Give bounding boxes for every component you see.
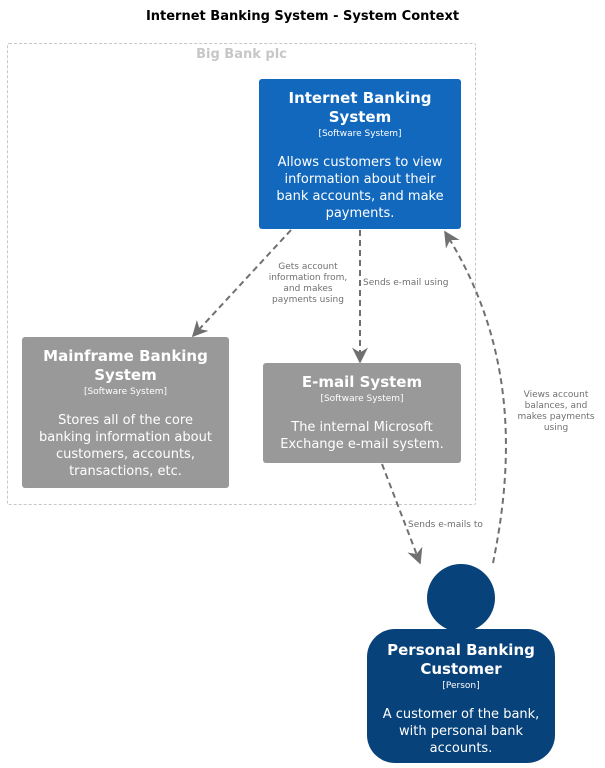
- edge-label-email-to-customer: Sends e-mails to: [408, 520, 483, 530]
- internet-banking-system-box: Internet Banking System [Software System…: [259, 79, 461, 229]
- personal-banking-customer-box: Personal Banking Customer [Person] A cus…: [367, 629, 555, 763]
- edge-ibs-to-mainframe: [191, 229, 292, 338]
- email-type: [Software System]: [320, 394, 404, 404]
- ibs-description: Allows customers to view information abo…: [276, 155, 444, 221]
- email-name: E-mail System: [301, 373, 423, 391]
- email-description: The internal Microsoft Exchange e-mail s…: [280, 420, 444, 452]
- mainframe-banking-system-box: Mainframe Banking System [Software Syste…: [22, 337, 229, 488]
- edge-label-ibs-to-mainframe: Gets account information from, and makes…: [268, 262, 348, 305]
- edge-label-ibs-to-email: Sends e-mail using: [363, 278, 449, 288]
- mainframe-type: [Software System]: [83, 387, 168, 397]
- boundary-label: Big Bank plc: [196, 47, 287, 62]
- mainframe-description: Stores all of the core banking informati…: [39, 413, 212, 479]
- diagram-title: Internet Banking System - System Context: [145, 9, 460, 24]
- edge-customer-to-ibs: [444, 230, 507, 564]
- edge-label-customer-to-ibs: Views account balances, and makes paymen…: [517, 390, 595, 433]
- customer-name: Personal Banking Customer: [387, 641, 535, 678]
- person-head-icon: [427, 564, 495, 632]
- ibs-name: Internet Banking System: [288, 89, 432, 126]
- email-system-box: E-mail System [Software System] The inte…: [263, 363, 461, 463]
- edge-email-to-customer: [381, 463, 423, 565]
- ibs-type: [Software System]: [318, 129, 402, 139]
- enterprise-boundary: Big Bank plc: [7, 43, 476, 505]
- customer-description: A customer of the bank, with personal ba…: [382, 707, 540, 756]
- mainframe-name: Mainframe Banking System: [43, 347, 208, 384]
- customer-type: [Person]: [442, 681, 480, 691]
